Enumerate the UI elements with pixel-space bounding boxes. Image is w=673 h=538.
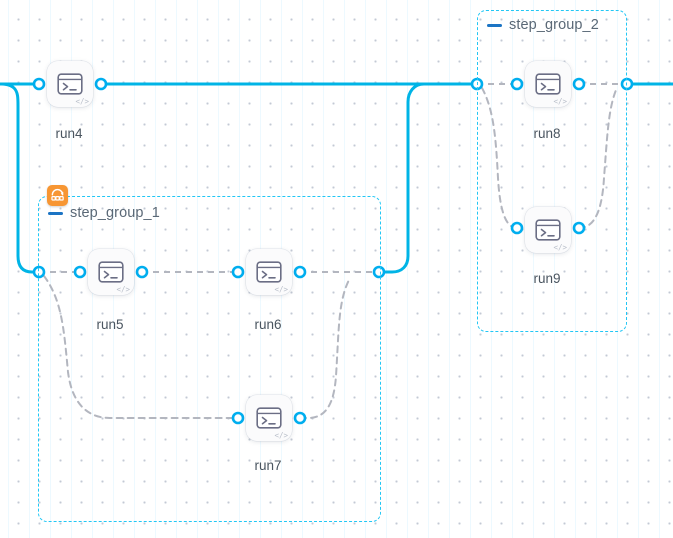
node-label-run8: run8 — [533, 126, 561, 141]
node-label-run5: run5 — [96, 317, 124, 332]
node-label-run4: run4 — [55, 126, 83, 141]
group-title-step_group_2: step_group_2 — [509, 17, 599, 33]
code-badge-icon: </> — [274, 430, 288, 440]
group-title-step_group_1: step_group_1 — [70, 205, 160, 221]
node-label-run9: run9 — [533, 271, 561, 286]
group-activity-icon[interactable] — [47, 185, 68, 206]
node-label-run6: run6 — [254, 317, 282, 332]
group-box-step_group_1[interactable] — [38, 196, 381, 522]
edge-main-in-to-grp1 — [0, 82, 41, 274]
node-run4[interactable]: </> — [47, 61, 93, 107]
node-run6[interactable]: </> — [246, 249, 292, 295]
code-badge-icon: </> — [75, 96, 89, 106]
node-run9[interactable]: </> — [525, 207, 571, 253]
node-label-run7: run7 — [254, 458, 282, 473]
minus-icon[interactable] — [487, 23, 502, 27]
group-header-step_group_1[interactable]: step_group_1 — [48, 205, 160, 221]
code-badge-icon: </> — [116, 284, 130, 294]
node-run5[interactable]: </> — [88, 249, 134, 295]
terminal-icon — [256, 407, 282, 429]
terminal-icon — [256, 261, 282, 283]
group-header-step_group_2[interactable]: step_group_2 — [487, 17, 599, 33]
port-run4-out[interactable] — [94, 77, 108, 91]
code-badge-icon: </> — [553, 96, 567, 106]
terminal-icon — [535, 219, 561, 241]
terminal-icon — [57, 73, 83, 95]
terminal-icon — [535, 73, 561, 95]
code-badge-icon: </> — [274, 284, 288, 294]
code-badge-icon: </> — [553, 242, 567, 252]
terminal-icon — [98, 261, 124, 283]
group-box-step_group_2[interactable] — [477, 10, 627, 332]
node-run8[interactable]: </> — [525, 61, 571, 107]
node-run7[interactable]: </> — [246, 395, 292, 441]
minus-icon[interactable] — [48, 211, 63, 215]
port-run4-in[interactable] — [32, 77, 46, 91]
edge-grp1-out-to-main — [377, 82, 438, 274]
